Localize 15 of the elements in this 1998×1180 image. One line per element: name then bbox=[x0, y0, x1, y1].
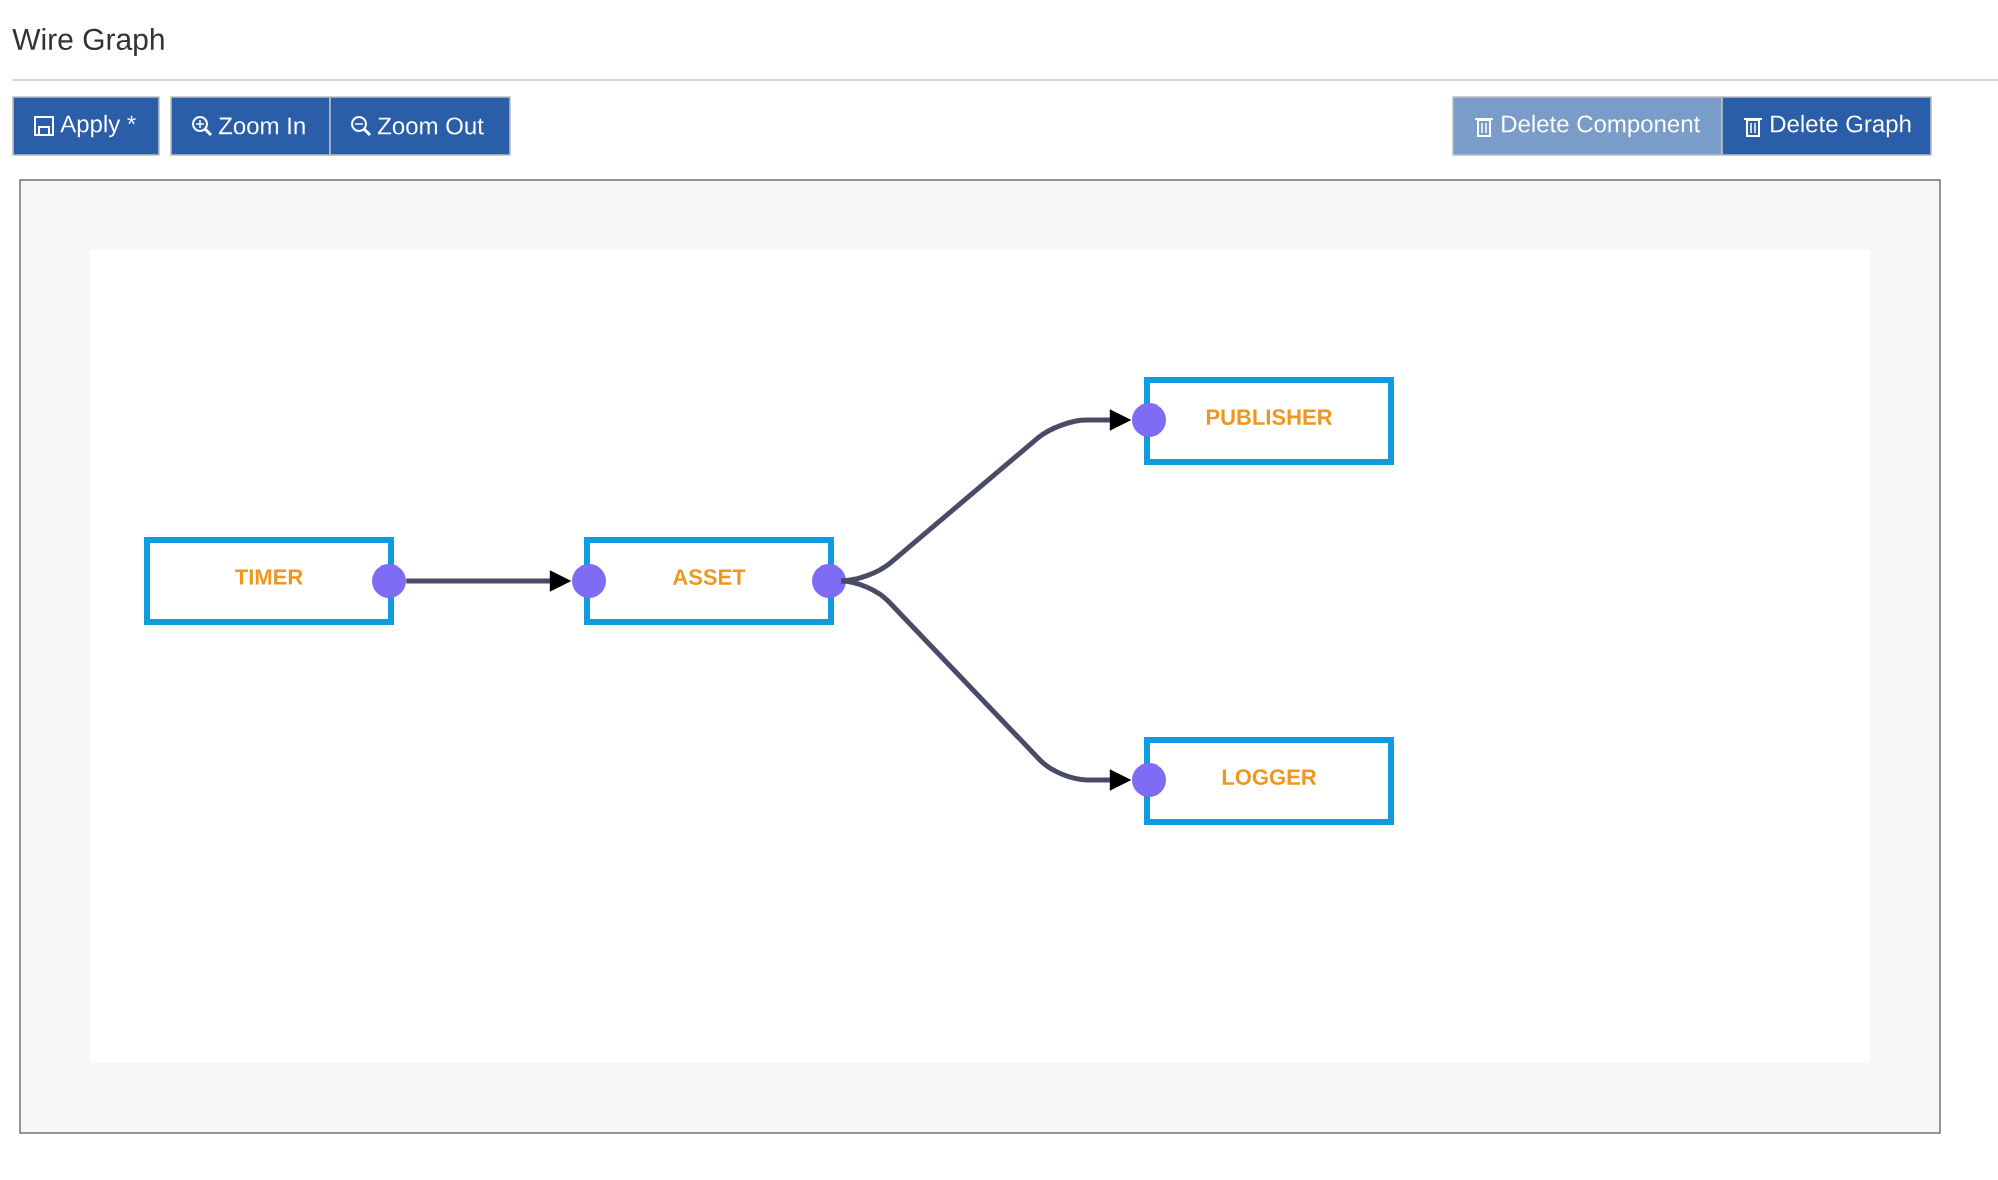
component-box: ASSET bbox=[584, 537, 834, 625]
port-circle bbox=[1132, 403, 1166, 437]
button: Zoom Out bbox=[329, 96, 511, 156]
port-circle bbox=[372, 564, 406, 598]
component-box: LOGGER bbox=[1144, 737, 1394, 825]
title: Wire Graph bbox=[12, 28, 164, 56]
button: Apply * bbox=[12, 96, 160, 156]
component-box: PUBLISHER bbox=[1144, 377, 1394, 465]
button: Delete Graph bbox=[1721, 96, 1932, 156]
port-circle bbox=[572, 564, 606, 598]
port-circle bbox=[1132, 763, 1166, 797]
button: Delete Component bbox=[1452, 96, 1723, 156]
port-circle bbox=[812, 564, 846, 598]
button: Zoom In bbox=[170, 96, 331, 156]
component-box: TIMER bbox=[144, 537, 394, 625]
